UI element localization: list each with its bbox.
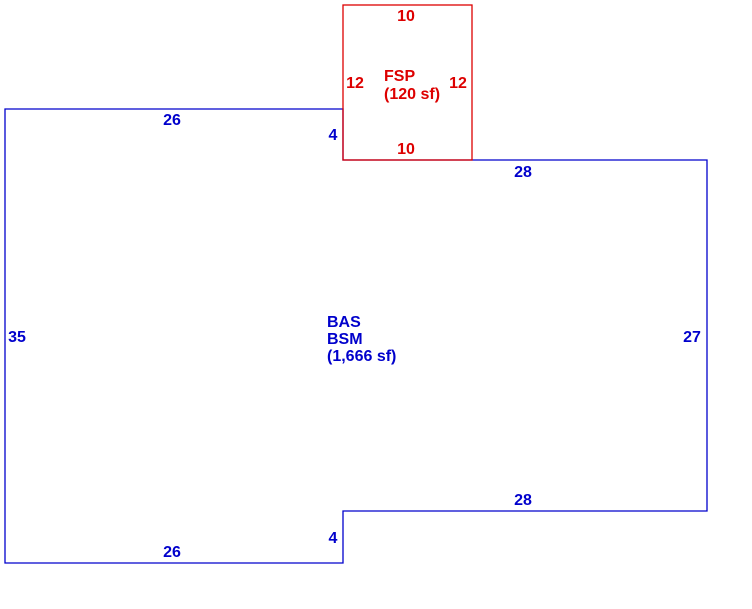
porch-area-outline [342, 4, 473, 161]
dimension-top-right: 28 [514, 164, 532, 181]
dimension-bottom-right: 28 [514, 492, 532, 509]
dimension-step-bottom: 4 [329, 530, 338, 547]
dimension-top-left: 26 [163, 112, 181, 129]
dimension-bottom-left: 26 [163, 544, 181, 561]
porch-dimension-bottom: 10 [397, 141, 415, 158]
porch-area-size: (120 sf) [384, 86, 440, 103]
main-area-code-bsm: BSM [327, 331, 363, 348]
dimension-left: 35 [8, 329, 26, 346]
porch-dimension-top: 10 [397, 8, 415, 25]
dimension-right: 27 [683, 329, 701, 346]
main-area-size: (1,666 sf) [327, 348, 396, 365]
porch-dimension-left: 12 [346, 75, 364, 92]
porch-area-code: FSP [384, 68, 415, 85]
dimension-step-top: 4 [329, 127, 338, 144]
main-area-code-bas: BAS [327, 314, 361, 331]
porch-dimension-right: 12 [449, 75, 467, 92]
